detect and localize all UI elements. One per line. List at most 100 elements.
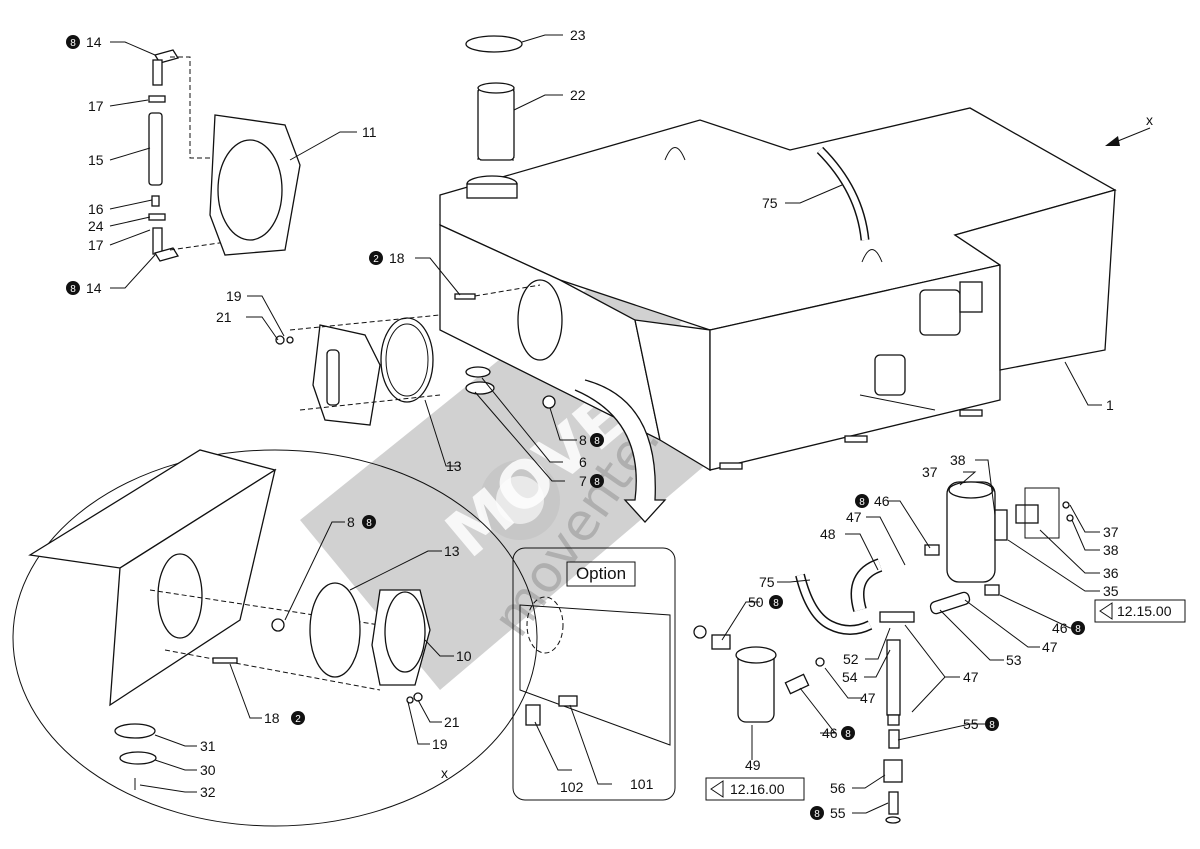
label-36: 36 (1103, 565, 1119, 581)
label-75: 75 (762, 195, 778, 211)
badge-8: 8 (362, 515, 376, 529)
svg-text:8: 8 (594, 477, 600, 488)
label-18: 18 (264, 710, 280, 726)
label-47: 47 (846, 509, 862, 525)
badge-8: 8 (855, 494, 869, 508)
badge-8: 8 (590, 474, 604, 488)
label-x: x (441, 765, 448, 781)
label-101: 101 (630, 776, 654, 792)
reference-label-12-16-00: 12.16.00 (730, 781, 785, 797)
label-53: 53 (1006, 652, 1022, 668)
svg-text:2: 2 (373, 254, 379, 265)
badge-8: 8 (985, 717, 999, 731)
label-8: 8 (347, 514, 355, 530)
label-38: 38 (950, 452, 966, 468)
svg-text:2: 2 (295, 714, 301, 725)
svg-text:8: 8 (70, 38, 76, 49)
label-19: 19 (226, 288, 242, 304)
label-8: 8 (579, 432, 587, 448)
badge-8: 8 (590, 433, 604, 447)
label-52: 52 (843, 651, 859, 667)
detail-view-x (12, 449, 538, 827)
label-102: 102 (560, 779, 584, 795)
label-14: 14 (86, 280, 102, 296)
sight-gauge-flange (275, 314, 441, 426)
fuel-line-assembly (148, 49, 241, 262)
label-49: 49 (745, 757, 761, 773)
label-21: 21 (216, 309, 232, 325)
badge-8: 8 (769, 595, 783, 609)
label-10: 10 (456, 648, 472, 664)
label-1: 1 (1106, 397, 1114, 413)
label-48: 48 (820, 526, 836, 542)
cover-plate-11 (209, 114, 301, 256)
label-47: 47 (860, 690, 876, 706)
label-17: 17 (88, 98, 104, 114)
fuel-tank (439, 107, 1117, 472)
reference-12-16-00[interactable]: 12.16.00 (705, 777, 805, 801)
label-56: 56 (830, 780, 846, 796)
label-55: 55 (963, 716, 979, 732)
leader-lines (109, 34, 1102, 814)
badge-8: 8 (1071, 621, 1085, 635)
label-11: 11 (362, 124, 377, 140)
svg-text:8: 8 (859, 497, 865, 508)
badge-8: 8 (810, 806, 824, 820)
label-31: 31 (200, 738, 216, 754)
label-47: 47 (963, 669, 979, 685)
drain-rings (465, 366, 556, 409)
badge-2: 2 (369, 251, 383, 265)
badge-8: 8 (66, 35, 80, 49)
label-37: 37 (922, 464, 938, 480)
svg-text:8: 8 (773, 598, 779, 609)
label-21: 21 (444, 714, 460, 730)
label-7: 7 (579, 473, 587, 489)
label-55: 55 (830, 805, 846, 821)
svg-text:8: 8 (845, 729, 851, 740)
svg-text:8: 8 (594, 436, 600, 447)
svg-text:8: 8 (989, 720, 995, 731)
option-box-title: Option (576, 564, 626, 583)
label-6: 6 (579, 454, 587, 470)
part-labels: 8 14 17 15 16 24 17 8 14 11 23 22 75 x 2… (66, 27, 1153, 821)
stud-18 (454, 284, 541, 300)
badge-8: 8 (66, 281, 80, 295)
label-16: 16 (88, 201, 104, 217)
svg-text:8: 8 (1075, 624, 1081, 635)
label-30: 30 (200, 762, 216, 778)
label-x: x (1146, 112, 1153, 128)
label-47: 47 (1042, 639, 1058, 655)
water-separator-filter (693, 481, 1074, 824)
label-15: 15 (88, 152, 104, 168)
label-50: 50 (748, 594, 764, 610)
label-14: 14 (86, 34, 102, 50)
label-32: 32 (200, 784, 216, 800)
badge-2: 2 (291, 711, 305, 725)
label-13: 13 (446, 458, 462, 474)
svg-text:8: 8 (814, 809, 820, 820)
filler-cap-and-strainer (465, 35, 523, 161)
label-46: 46 (1052, 620, 1068, 636)
svg-text:8: 8 (70, 284, 76, 295)
label-35: 35 (1103, 583, 1119, 599)
reference-label-12-15-00: 12.15.00 (1117, 603, 1172, 619)
label-17: 17 (88, 237, 104, 253)
label-19: 19 (432, 736, 448, 752)
label-23: 23 (570, 27, 586, 43)
label-46: 46 (822, 725, 838, 741)
view-direction-arrow (1105, 127, 1151, 146)
reference-12-15-00[interactable]: 12.15.00 (1094, 599, 1186, 623)
label-13: 13 (444, 543, 460, 559)
label-54: 54 (842, 669, 858, 685)
option-box: Option (512, 547, 676, 801)
label-22: 22 (570, 87, 586, 103)
drain-arrow (574, 379, 667, 523)
label-24: 24 (88, 218, 104, 234)
label-75: 75 (759, 574, 775, 590)
label-46: 46 (874, 493, 890, 509)
label-18: 18 (389, 250, 405, 266)
label-38: 38 (1103, 542, 1119, 558)
svg-text:8: 8 (366, 518, 372, 529)
label-37: 37 (1103, 524, 1119, 540)
